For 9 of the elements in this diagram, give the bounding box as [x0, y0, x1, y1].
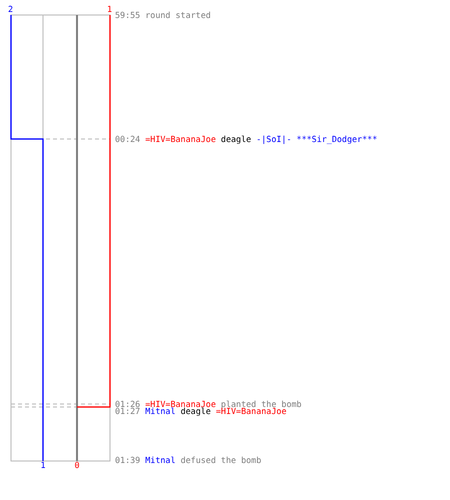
- event-log-line: 01:39 Mitnal defused the bomb: [115, 455, 262, 465]
- event-log-line: 01:27 Mitnal deagle =HIV=BananaJoe: [115, 406, 286, 416]
- axis-label: 1: [107, 4, 112, 14]
- event-log-line: 01:26 =HIV=BananaJoe planted the bomb: [115, 399, 302, 409]
- axis-label: 2: [8, 4, 14, 14]
- axis-label: 0: [74, 460, 80, 470]
- axis-label: 1: [40, 460, 46, 470]
- event-log-line: 00:24 =HIV=BananaJoe deagle -|SoI|- ***Sir_Dodger***: [115, 134, 378, 144]
- event-log-line: 59:55 round started: [115, 10, 211, 20]
